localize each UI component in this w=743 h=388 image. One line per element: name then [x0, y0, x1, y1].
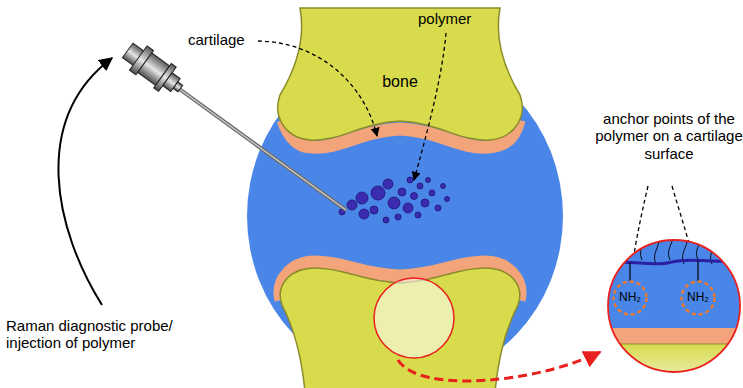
- probe-cable: [58, 58, 112, 305]
- polymer-chain: [668, 228, 673, 260]
- zoom-arrow: [398, 352, 600, 381]
- polymer-chain: [612, 228, 617, 260]
- anchor-link: [630, 261, 698, 281]
- probe-body: [119, 38, 189, 100]
- leader-line: [258, 41, 377, 136]
- leader-line: [414, 33, 446, 180]
- magnified-view: [600, 228, 743, 388]
- polymer-chain: [724, 228, 729, 260]
- probe-needle: [178, 88, 346, 210]
- probe-needle-highlight: [178, 88, 346, 210]
- anchor-group-circle: NH₂: [612, 280, 648, 316]
- part-name: bone: [382, 73, 418, 91]
- chemical-group: NH₂: [687, 291, 709, 305]
- instrument-label: Raman diagnostic probe/ injection of pol…: [6, 317, 211, 352]
- polymer-chains: [612, 228, 729, 264]
- chemical-group: NH₂: [619, 291, 641, 305]
- bone-shape: [280, 268, 519, 388]
- part-label: cartilage: [188, 31, 245, 48]
- bone-shape: [278, 8, 523, 140]
- anchor-circle: [682, 282, 715, 315]
- part-label: polymer: [418, 10, 471, 27]
- callout-note: anchor points of the polymer on a cartil…: [594, 110, 743, 162]
- anchor-group-circle: NH₂: [680, 280, 716, 316]
- bone-label-box: bone: [378, 71, 422, 94]
- polymer-chain: [710, 232, 715, 264]
- magnifier-spot: [374, 278, 454, 358]
- polymer-chain: [654, 232, 659, 264]
- polymer-chain: [640, 228, 645, 260]
- magnifier-outline: [608, 240, 740, 372]
- anchor-circle: [614, 282, 647, 315]
- polymer-particles: [339, 177, 450, 223]
